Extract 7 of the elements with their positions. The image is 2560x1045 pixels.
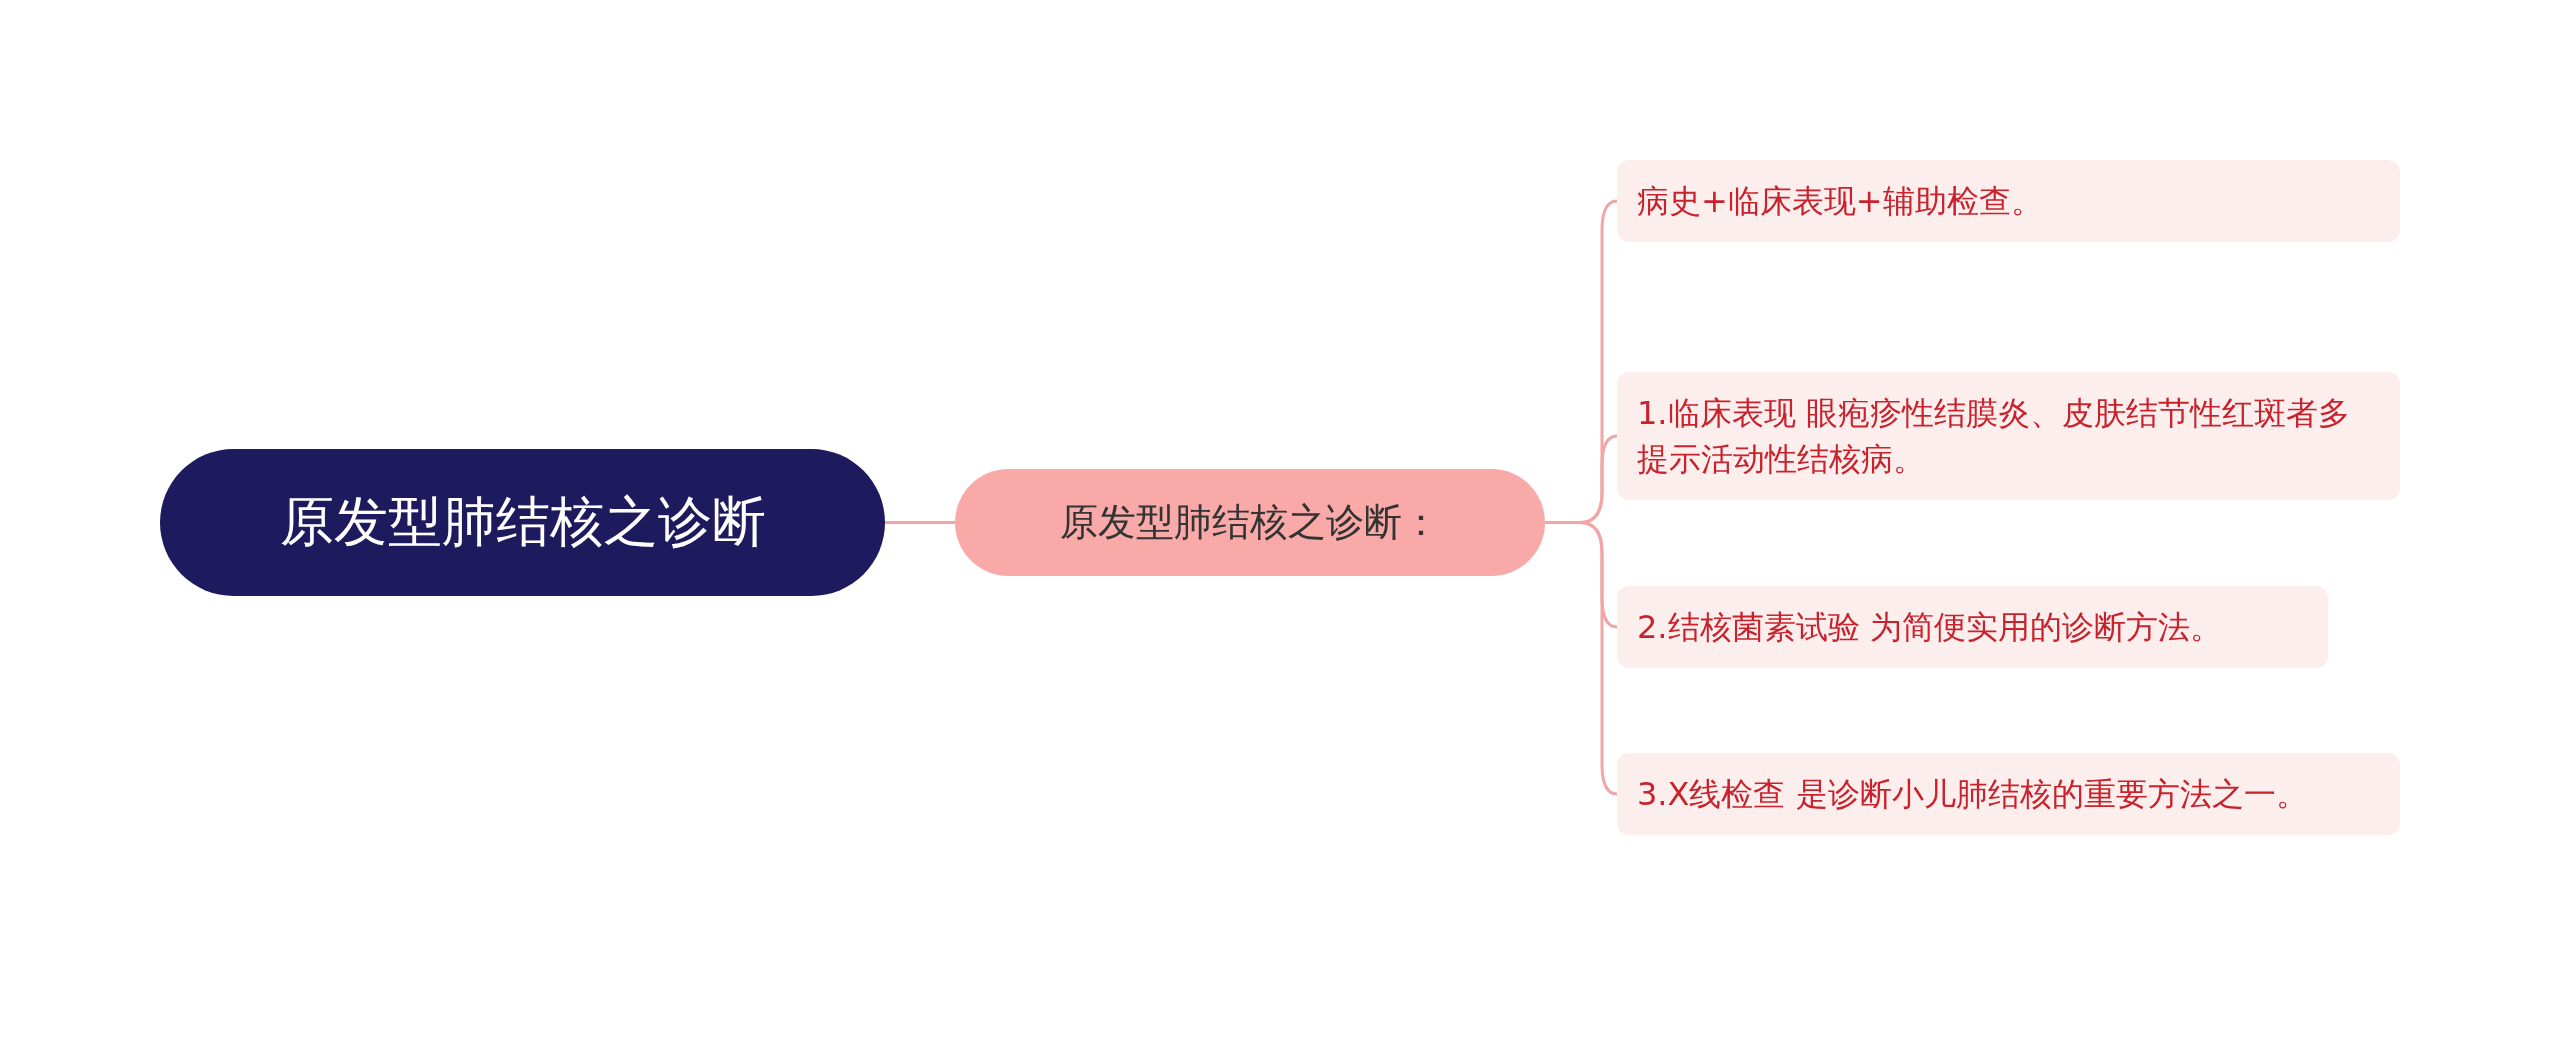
connector-line — [885, 521, 955, 524]
leaf-topic: 3.X线检查 是诊断小儿肺结核的重要方法之一。 — [1617, 753, 2400, 835]
leaf-topic: 2.结核菌素试验 为简便实用的诊断方法。 — [1617, 586, 2328, 668]
root-topic: 原发型肺结核之诊断 — [160, 449, 885, 596]
subtopic-bubble: 原发型肺结核之诊断： — [955, 469, 1545, 576]
leaf-topic: 1.临床表现 眼疱疹性结膜炎、皮肤结节性红斑者多提示活动性结核病。 — [1617, 372, 2400, 500]
leaf-topic: 病史+临床表现+辅助检查。 — [1617, 160, 2400, 242]
